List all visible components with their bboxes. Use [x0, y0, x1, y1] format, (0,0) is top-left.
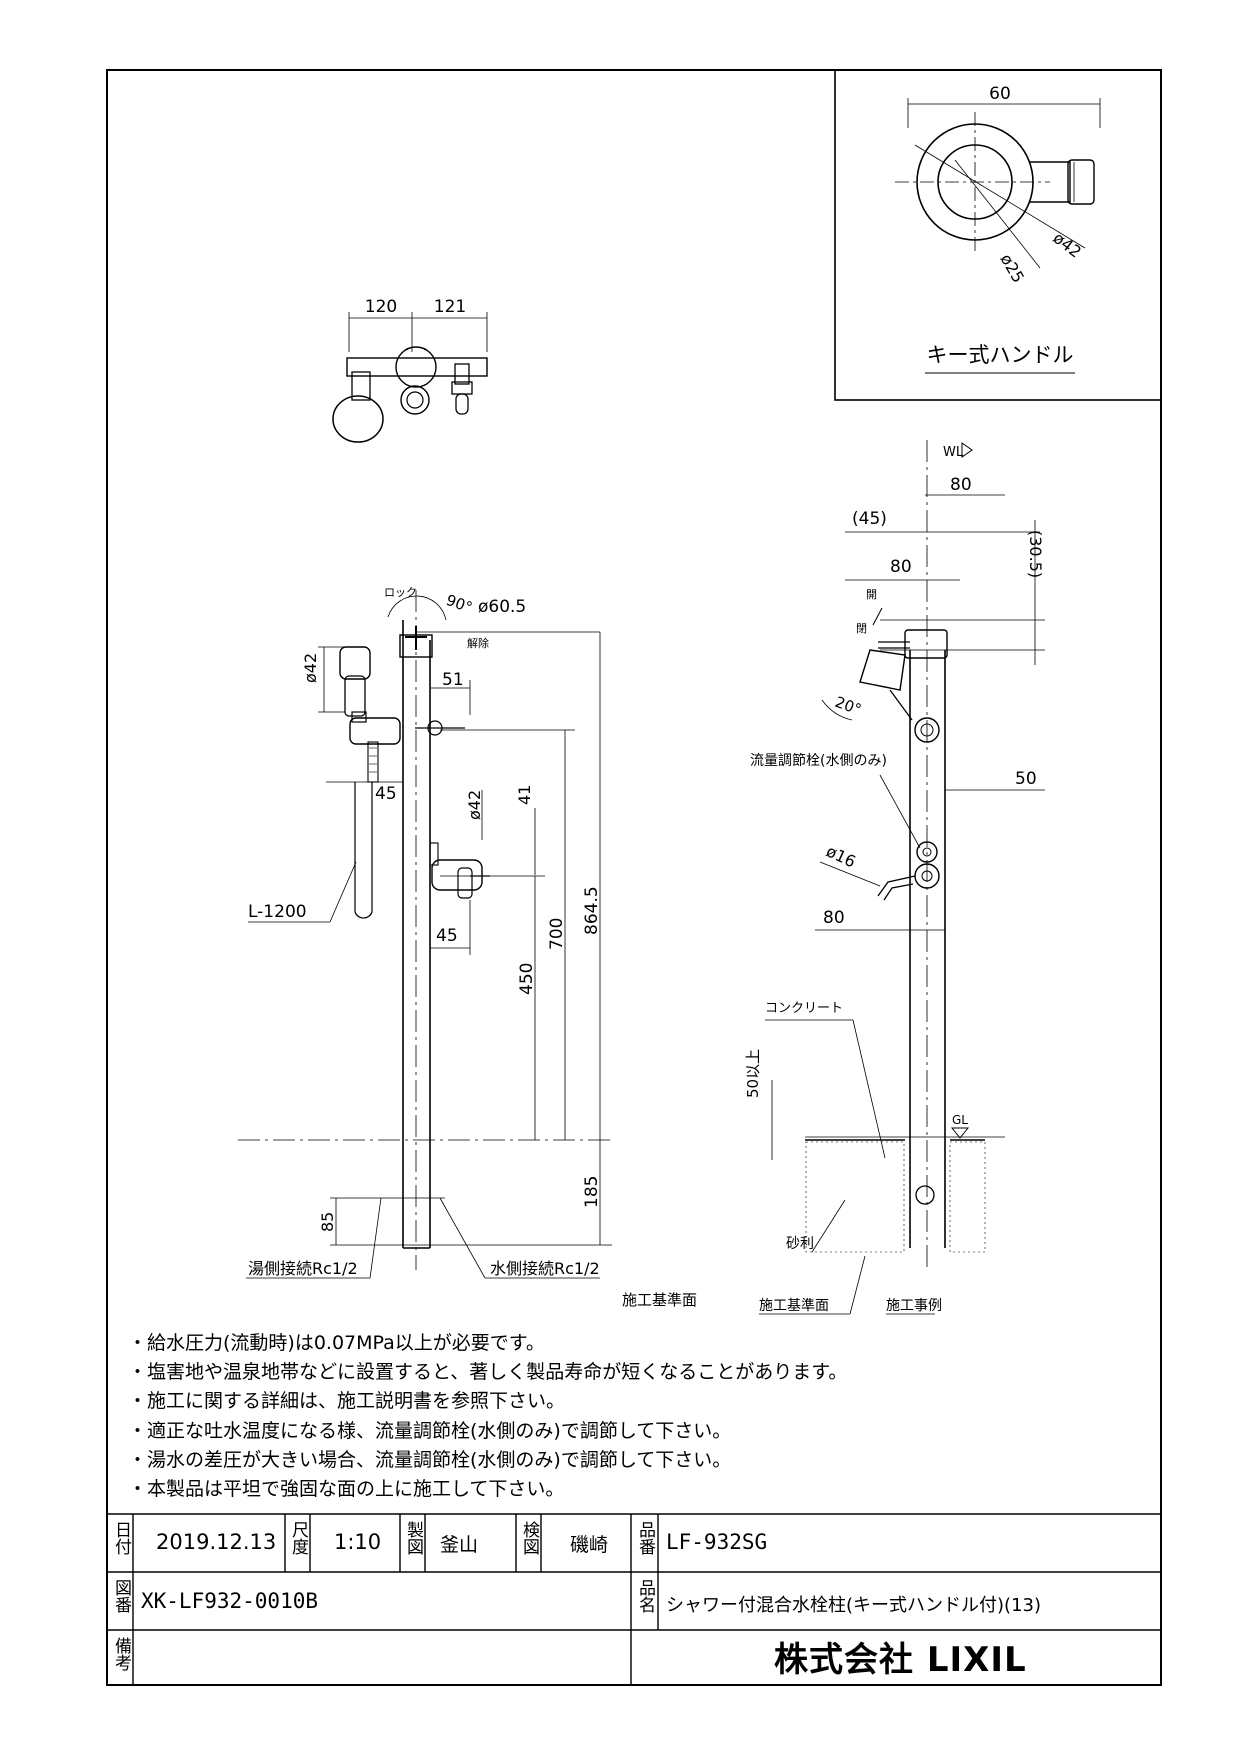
front-hot-connection: 湯側接続Rc1/2: [248, 1259, 358, 1278]
front-angle: 90°: [444, 591, 475, 617]
side-example: 施工事例: [886, 1298, 942, 1314]
notes-list: ・給水圧力(流動時)は0.07MPa以上が必要です。 ・塩害地や温泉地帯などに設…: [128, 1329, 1028, 1504]
drawing-no-value: XK-LF932-0010B: [141, 1589, 319, 1613]
side-dim-45: (45): [852, 509, 887, 529]
remarks-label: 備考: [111, 1637, 131, 1671]
front-view: ロック 解除 90° ø60.5 ø42 45 L-1200 51: [238, 586, 697, 1309]
product-name-value: シャワー付混合水栓柱(キー式ハンドル付)(13): [666, 1595, 1041, 1616]
drawn-value: 釜山: [440, 1534, 479, 1556]
front-dim-185: 185: [582, 1176, 602, 1208]
front-dim-45-top: 45: [375, 784, 397, 804]
company-logo: 株式会社 LIXIL: [774, 1640, 1027, 1680]
checked-value: 磯崎: [570, 1534, 609, 1556]
top-view: 120 121: [332, 297, 488, 443]
side-depth: 50以上: [744, 1049, 762, 1098]
product-name-label: 品名: [635, 1579, 655, 1613]
checked-label: 検図: [519, 1521, 539, 1555]
note-item: ・施工に関する詳細は、施工説明書を参照下さい。: [128, 1390, 566, 1413]
title-block-grid: [107, 1513, 1161, 1685]
side-open: 開: [866, 588, 877, 601]
side-dim-80-bottom: 80: [823, 908, 845, 928]
front-datum-plane: 施工基準面: [622, 1291, 697, 1309]
side-gl: GL: [952, 1113, 968, 1127]
side-angle: 20°: [833, 693, 864, 719]
scale-value: 1:10: [334, 1530, 382, 1554]
side-dim-80-top: 80: [950, 475, 972, 495]
drawn-label: 製図: [403, 1521, 423, 1555]
side-dim-30-5: (30.5): [1026, 530, 1045, 578]
front-dim-51: 51: [442, 670, 464, 690]
drawing-border: [106, 69, 1162, 1686]
front-release-label: 解除: [467, 636, 489, 650]
top-dim-right: 121: [434, 297, 466, 317]
key-handle-caption: キー式ハンドル: [927, 343, 1074, 367]
side-datum-plane: 施工基準面: [759, 1297, 829, 1314]
side-dia-16: ø16: [823, 841, 858, 871]
front-dim-41: 41: [515, 785, 534, 805]
date-label: 日付: [111, 1521, 131, 1555]
note-item: ・湯水の差圧が大きい場合、流量調節栓(水側のみ)で調節して下さい。: [128, 1448, 732, 1471]
note-item: ・給水圧力(流動時)は0.07MPa以上が必要です。: [128, 1332, 545, 1354]
part-no-value: LF-932SG: [666, 1530, 768, 1554]
front-dim-864: 864.5: [582, 886, 602, 935]
front-hose-length: L-1200: [248, 902, 307, 922]
note-item: ・本製品は平坦で強固な面の上に施工して下さい。: [128, 1478, 565, 1501]
key-dim-width: 60: [989, 84, 1011, 104]
key-handle-view: 60 ø42 ø25 キー式ハンドル: [834, 69, 1162, 401]
side-view: WL 80 (45) (30.5) 80 開 閉 20° 50 流量調節栓(水側…: [744, 440, 1045, 1315]
front-dia-spout: ø42: [465, 790, 484, 820]
side-dim-80-mid: 80: [890, 557, 912, 577]
front-dim-700: 700: [547, 918, 567, 950]
side-wl: WL: [943, 445, 964, 460]
front-dim-450: 450: [517, 963, 537, 995]
front-dia-shower: ø42: [301, 653, 320, 683]
front-lock-label: ロック: [384, 586, 417, 599]
top-dim-left: 120: [365, 297, 397, 317]
part-no-label: 品番: [635, 1521, 655, 1555]
side-concrete: コンクリート: [765, 1001, 843, 1016]
key-dim-inner-dia: ø25: [997, 251, 1029, 287]
side-gravel: 砂利: [786, 1236, 814, 1252]
front-dia-handle: ø60.5: [478, 597, 526, 617]
side-flow-valve: 流量調節栓(水側のみ): [750, 752, 887, 769]
key-dim-outer-dia: ø42: [1050, 228, 1085, 262]
side-close: 閉: [856, 622, 867, 635]
drawing-no-label: 図番: [111, 1579, 131, 1613]
date-value: 2019.12.13: [156, 1530, 277, 1554]
note-item: ・塩害地や温泉地帯などに設置すると、著しく製品寿命が短くなることがあります。: [128, 1361, 848, 1384]
front-dim-45-bottom: 45: [436, 926, 458, 946]
scale-label: 尺度: [288, 1521, 308, 1555]
front-dim-85: 85: [318, 1212, 337, 1232]
note-item: ・適正な吐水温度になる様、流量調節栓(水側のみ)で調節して下さい。: [128, 1419, 732, 1442]
front-cold-connection: 水側接続Rc1/2: [490, 1259, 600, 1278]
side-dim-50: 50: [1015, 769, 1037, 789]
